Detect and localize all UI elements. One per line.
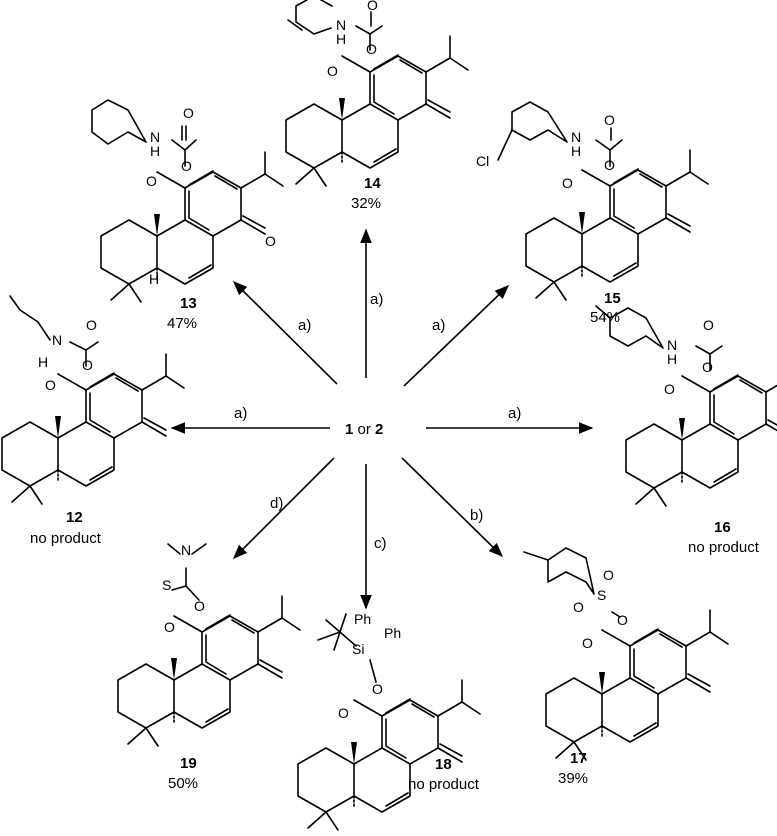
compound-yield-15: 54% xyxy=(590,309,620,326)
compound-label-13: 13 xyxy=(180,295,197,312)
reaction-arrows xyxy=(170,228,594,610)
atom-O-13a: O xyxy=(146,173,157,189)
reagent-labels: a) a) a) a) a) d) c) b) xyxy=(234,291,521,552)
atom-O-15a: O xyxy=(562,175,573,191)
atom-O-16c: O xyxy=(703,317,714,333)
reagent-label-14: a) xyxy=(370,291,383,308)
compound-yield-14: 32% xyxy=(351,195,381,212)
compound-19: O O S N 19 50% xyxy=(117,542,301,792)
center-label: 1 or 2 xyxy=(345,421,383,438)
atom-O-17a: O xyxy=(582,635,593,651)
atom-H-12: H xyxy=(38,354,48,370)
starting-material-2: 2 xyxy=(375,421,383,438)
compound-label-14: 14 xyxy=(364,175,381,192)
compound-yield-13: 47% xyxy=(167,315,197,332)
atom-H-13: H xyxy=(150,143,160,159)
arrow-to-17 xyxy=(401,457,504,558)
arrow-to-13 xyxy=(232,280,338,385)
atom-O-19a: O xyxy=(164,619,175,635)
starting-material: 1 or 2 xyxy=(345,421,383,438)
reagent-label-13: a) xyxy=(298,317,311,334)
atom-N-16: N xyxy=(667,337,677,353)
atom-O-12b: O xyxy=(82,357,93,373)
atom-S-17: S xyxy=(597,587,606,603)
reagent-label-19: d) xyxy=(270,495,283,512)
reagent-label-16: a) xyxy=(508,405,521,422)
compound-label-16: 16 xyxy=(714,519,731,536)
atom-H-16: H xyxy=(667,351,677,367)
compound-yield-12: no product xyxy=(30,530,102,547)
compound-yield-17: 39% xyxy=(558,770,588,787)
compound-17: O O S O O 17 39% xyxy=(523,547,729,787)
atom-N-12: N xyxy=(52,332,62,348)
atom-H-15: H xyxy=(571,143,581,159)
atom-O-12a: O xyxy=(45,377,56,393)
atom-H-14: H xyxy=(336,31,346,47)
atom-Cl-15: Cl xyxy=(476,153,489,169)
compound-label-15: 15 xyxy=(604,290,621,307)
compound-16: O O N H O 16 no product xyxy=(595,305,777,556)
reagent-label-15: a) xyxy=(432,317,445,334)
atom-N-15: N xyxy=(571,129,581,145)
atom-O-18a: O xyxy=(338,705,349,721)
atom-O-13b: O xyxy=(265,233,276,249)
compound-18: O O Si Ph Ph 18 no product xyxy=(297,611,481,831)
compound-yield-16: no product xyxy=(688,539,760,556)
atom-Ph-18a: Ph xyxy=(354,611,371,627)
atom-O-14c: O xyxy=(367,0,378,13)
atom-N-19: N xyxy=(181,542,191,558)
compound-14: O O N H O 14 32% xyxy=(285,0,469,212)
compound-label-12: 12 xyxy=(66,509,83,526)
compound-label-17: 17 xyxy=(570,750,587,767)
atom-O-12c: O xyxy=(86,317,97,333)
atom-O-17b: O xyxy=(617,612,628,628)
center-or: or xyxy=(353,421,375,438)
atom-Ph-18b: Ph xyxy=(384,625,401,641)
atom-O-14a: O xyxy=(327,63,338,79)
compound-yield-19: 50% xyxy=(168,775,198,792)
compound-yield-18: no product xyxy=(408,776,480,793)
atom-O-16b: O xyxy=(702,359,713,375)
atom-H-13b: H xyxy=(149,271,159,287)
atom-O-17d: O xyxy=(603,567,614,583)
compound-label-18: 18 xyxy=(435,756,452,773)
atom-N-13: N xyxy=(150,129,160,145)
compound-12: O O N H O 12 no product xyxy=(1,295,185,547)
atom-O-14b: O xyxy=(366,41,377,57)
arrow-to-19 xyxy=(232,457,335,560)
atom-N-14: N xyxy=(336,17,346,33)
starting-material-1: 1 xyxy=(345,421,353,438)
compound-13: O O O N H O H 13 47% xyxy=(91,99,284,332)
reagent-label-18: c) xyxy=(374,535,387,552)
atom-O-18b: O xyxy=(372,681,383,697)
atom-O-13c: O xyxy=(181,158,192,174)
atom-S-19: S xyxy=(162,577,171,593)
atom-O-17c: O xyxy=(573,599,584,615)
compound-15: O O N H O Cl 15 54% xyxy=(476,101,709,326)
compound-label-19: 19 xyxy=(180,755,197,772)
arrow-to-15 xyxy=(403,285,510,387)
atom-O-15c: O xyxy=(604,112,615,128)
atom-O-16a: O xyxy=(664,381,675,397)
atom-O-13d: O xyxy=(183,105,194,121)
atom-O-19b: O xyxy=(194,598,205,614)
reagent-label-17: b) xyxy=(470,507,483,524)
reagent-label-12: a) xyxy=(234,405,247,422)
